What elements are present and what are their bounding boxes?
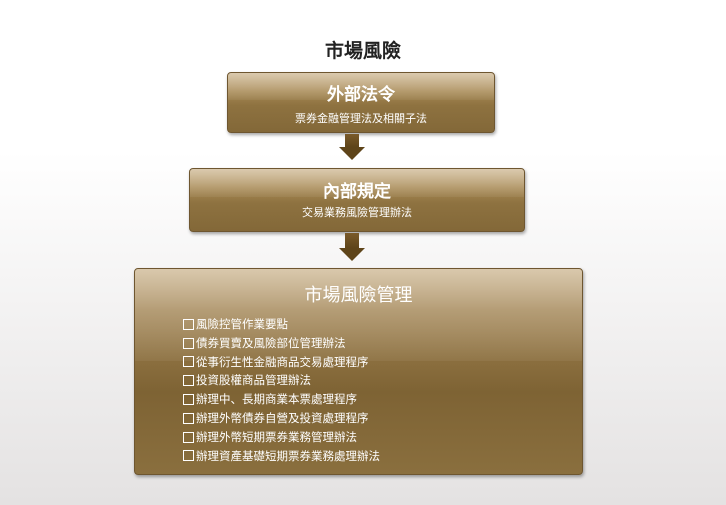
item-label: 辦理資產基礎短期票券業務處理辦法: [196, 448, 380, 463]
list-item: 辦理資產基礎短期票券業務處理辦法: [183, 447, 582, 466]
item-label: 辦理外幣短期票券業務管理辦法: [196, 429, 357, 444]
external-heading: 外部法令: [327, 85, 395, 105]
item-label: 從事衍生性金融商品交易處理程序: [196, 354, 369, 369]
internal-rules-box: 內部規定 交易業務風險管理辦法: [189, 168, 525, 232]
internal-heading: 內部規定: [323, 182, 391, 202]
item-label: 投資股權商品管理辦法: [196, 373, 311, 388]
list-item: 投資股權商品管理辦法: [183, 371, 582, 390]
market-risk-management-box: 市場風險管理 風險控管作業要點 債券買賣及風險部位管理辦法 從事衍生性金融商品交…: [134, 268, 583, 475]
management-heading: 市場風險管理: [304, 285, 413, 306]
checkbox-icon: [183, 375, 194, 387]
list-item: 辦理中、長期商業本票處理程序: [183, 390, 582, 409]
checkbox-icon: [183, 431, 194, 443]
checkbox-icon: [183, 394, 194, 406]
list-item: 辦理外幣短期票券業務管理辦法: [183, 428, 582, 447]
checkbox-icon: [183, 412, 194, 424]
item-label: 風險控管作業要點: [196, 317, 288, 331]
checkbox-icon: [183, 356, 194, 368]
item-label: 辦理中、長期商業本票處理程序: [196, 392, 357, 407]
checkbox-icon: [183, 337, 194, 349]
list-item: 風險控管作業要點: [183, 315, 582, 334]
list-item: 債券買賣及風險部位管理辦法: [183, 334, 582, 353]
external-regulations-box: 外部法令 票券金融管理法及相關子法: [227, 72, 495, 133]
diagram-title: 市場風險: [324, 40, 401, 62]
checkbox-icon: [183, 450, 194, 462]
item-label: 債券買賣及風險部位管理辦法: [196, 335, 346, 350]
list-item: 從事衍生性金融商品交易處理程序: [183, 353, 582, 372]
list-item: 辦理外幣債券自營及投資處理程序: [183, 409, 582, 428]
management-list: 風險控管作業要點 債券買賣及風險部位管理辦法 從事衍生性金融商品交易處理程序 投…: [183, 315, 582, 465]
checkbox-icon: [183, 318, 194, 330]
internal-sub: 交易業務風險管理辦法: [302, 206, 412, 219]
external-sub: 票券金融管理法及相關子法: [295, 112, 427, 125]
item-label: 辦理外幣債券自營及投資處理程序: [196, 410, 369, 425]
